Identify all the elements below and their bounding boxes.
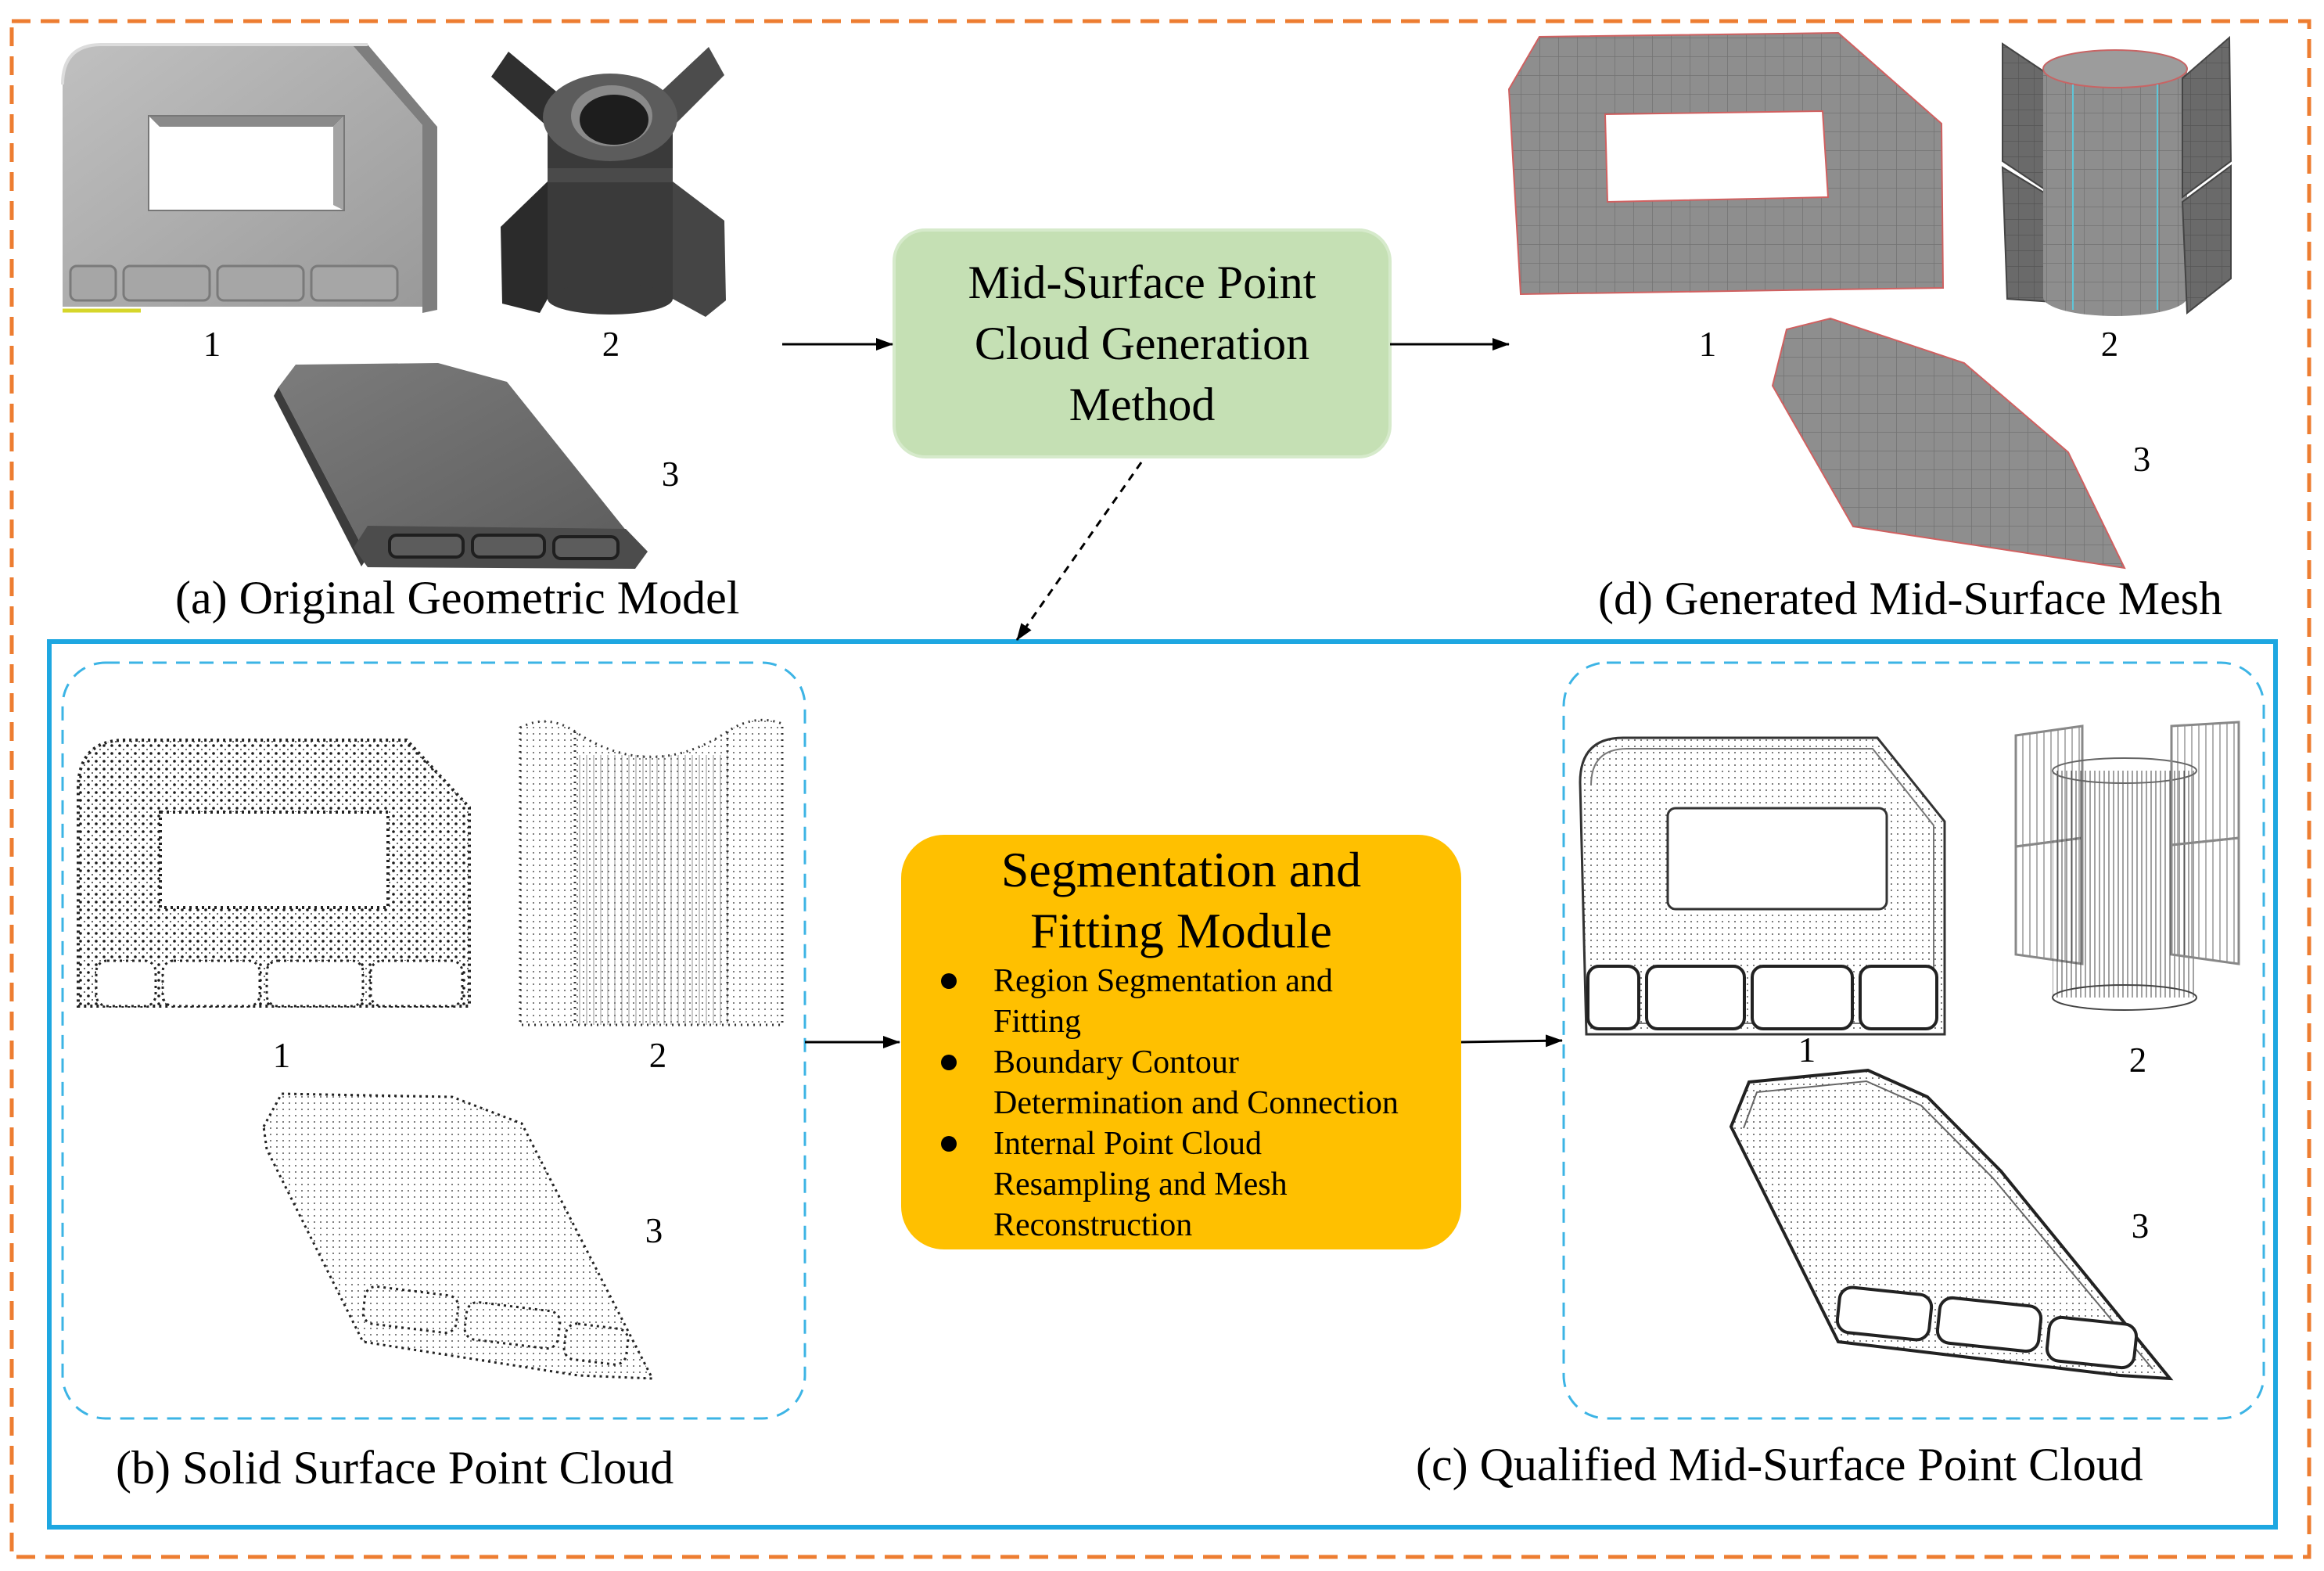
panel-a-number-2: 2 bbox=[602, 325, 620, 364]
method-line-1: Mid-Surface Point bbox=[968, 257, 1316, 308]
panel-a-label: (a) Original Geometric Model bbox=[175, 572, 740, 624]
method-line-3: Method bbox=[1069, 379, 1216, 430]
bullet-3-line-3: Reconstruction bbox=[993, 1207, 1193, 1243]
bullet-2-line-2: Determination and Connection bbox=[993, 1085, 1399, 1121]
method-box-text: Mid-Surface Point Cloud Generation Metho… bbox=[894, 252, 1390, 435]
point-cloud-c1-bracket bbox=[1579, 736, 1946, 1036]
model-a1-bracket bbox=[61, 43, 437, 313]
bullet-2-line-1: Boundary Contour bbox=[993, 1044, 1239, 1080]
panel-c-number-2: 2 bbox=[2128, 1041, 2147, 1080]
panel-a-number-1: 1 bbox=[203, 325, 221, 364]
bullet-item: Region Segmentation and Fitting bbox=[935, 961, 1451, 1042]
dashed-arrow-method-to-module bbox=[1015, 462, 1143, 641]
mesh-d2-cylinder bbox=[2001, 35, 2232, 316]
panel-b-number-2: 2 bbox=[648, 1036, 667, 1075]
bullet-item: Boundary Contour Determination and Conne… bbox=[935, 1042, 1451, 1123]
point-cloud-b3-plate bbox=[262, 1092, 655, 1380]
solid-point-cloud-group bbox=[61, 661, 806, 1420]
module-title-line-1: Segmentation and bbox=[1000, 842, 1362, 897]
mid-surface-point-cloud-group bbox=[1562, 661, 2265, 1420]
panel-d-number-1: 1 bbox=[1698, 325, 1717, 364]
bullet-dot-icon bbox=[941, 1055, 957, 1070]
point-cloud-c3-plate bbox=[1729, 1068, 2174, 1381]
module-bullet-list: Region Segmentation and Fitting Boundary… bbox=[935, 961, 1451, 1246]
mesh-d1-frame bbox=[1507, 31, 1945, 296]
bullet-dot-icon bbox=[941, 1136, 957, 1152]
panel-d-number-3: 3 bbox=[2132, 440, 2151, 479]
panel-d-label: (d) Generated Mid-Surface Mesh bbox=[1598, 573, 2223, 624]
arrow-module-to-mid-cloud bbox=[1460, 1034, 1563, 1048]
bullet-1-line-2: Fitting bbox=[993, 1004, 1082, 1040]
panel-a-number-3: 3 bbox=[661, 455, 680, 494]
mesh-d3-plate bbox=[1771, 317, 2126, 570]
panel-d-number-2: 2 bbox=[2100, 325, 2119, 364]
bullet-dot-icon bbox=[941, 973, 957, 989]
bullet-item: Internal Point Cloud Resampling and Mesh… bbox=[935, 1123, 1451, 1246]
module-title: Segmentation and Fitting Module bbox=[901, 839, 1461, 962]
panel-b-label: (b) Solid Surface Point Cloud bbox=[116, 1442, 674, 1494]
point-cloud-c2-cylinder bbox=[2014, 721, 2240, 1011]
panel-c-number-1: 1 bbox=[1798, 1030, 1816, 1070]
panel-c-number-3: 3 bbox=[2131, 1206, 2150, 1246]
model-a3-plate bbox=[274, 363, 648, 569]
module-title-line-2: Fitting Module bbox=[1030, 903, 1332, 958]
bullet-3-line-2: Resampling and Mesh bbox=[993, 1167, 1288, 1203]
point-cloud-b2-cylinder bbox=[519, 718, 784, 1026]
panel-b-number-3: 3 bbox=[645, 1211, 663, 1250]
point-cloud-b1-bracket bbox=[77, 739, 471, 1008]
module-box bbox=[901, 835, 1461, 1249]
method-line-2: Cloud Generation bbox=[974, 318, 1310, 369]
panel-b-number-1: 1 bbox=[272, 1036, 291, 1075]
panel-c-label: (c) Qualified Mid-Surface Point Cloud bbox=[1416, 1439, 2143, 1490]
processing-frame bbox=[47, 639, 2278, 1530]
model-a2-cross-part bbox=[491, 47, 726, 317]
bullet-3-line-1: Internal Point Cloud bbox=[993, 1126, 1262, 1162]
bullet-1-line-1: Region Segmentation and bbox=[993, 963, 1333, 999]
outer-dashed-frame bbox=[9, 19, 2311, 1559]
